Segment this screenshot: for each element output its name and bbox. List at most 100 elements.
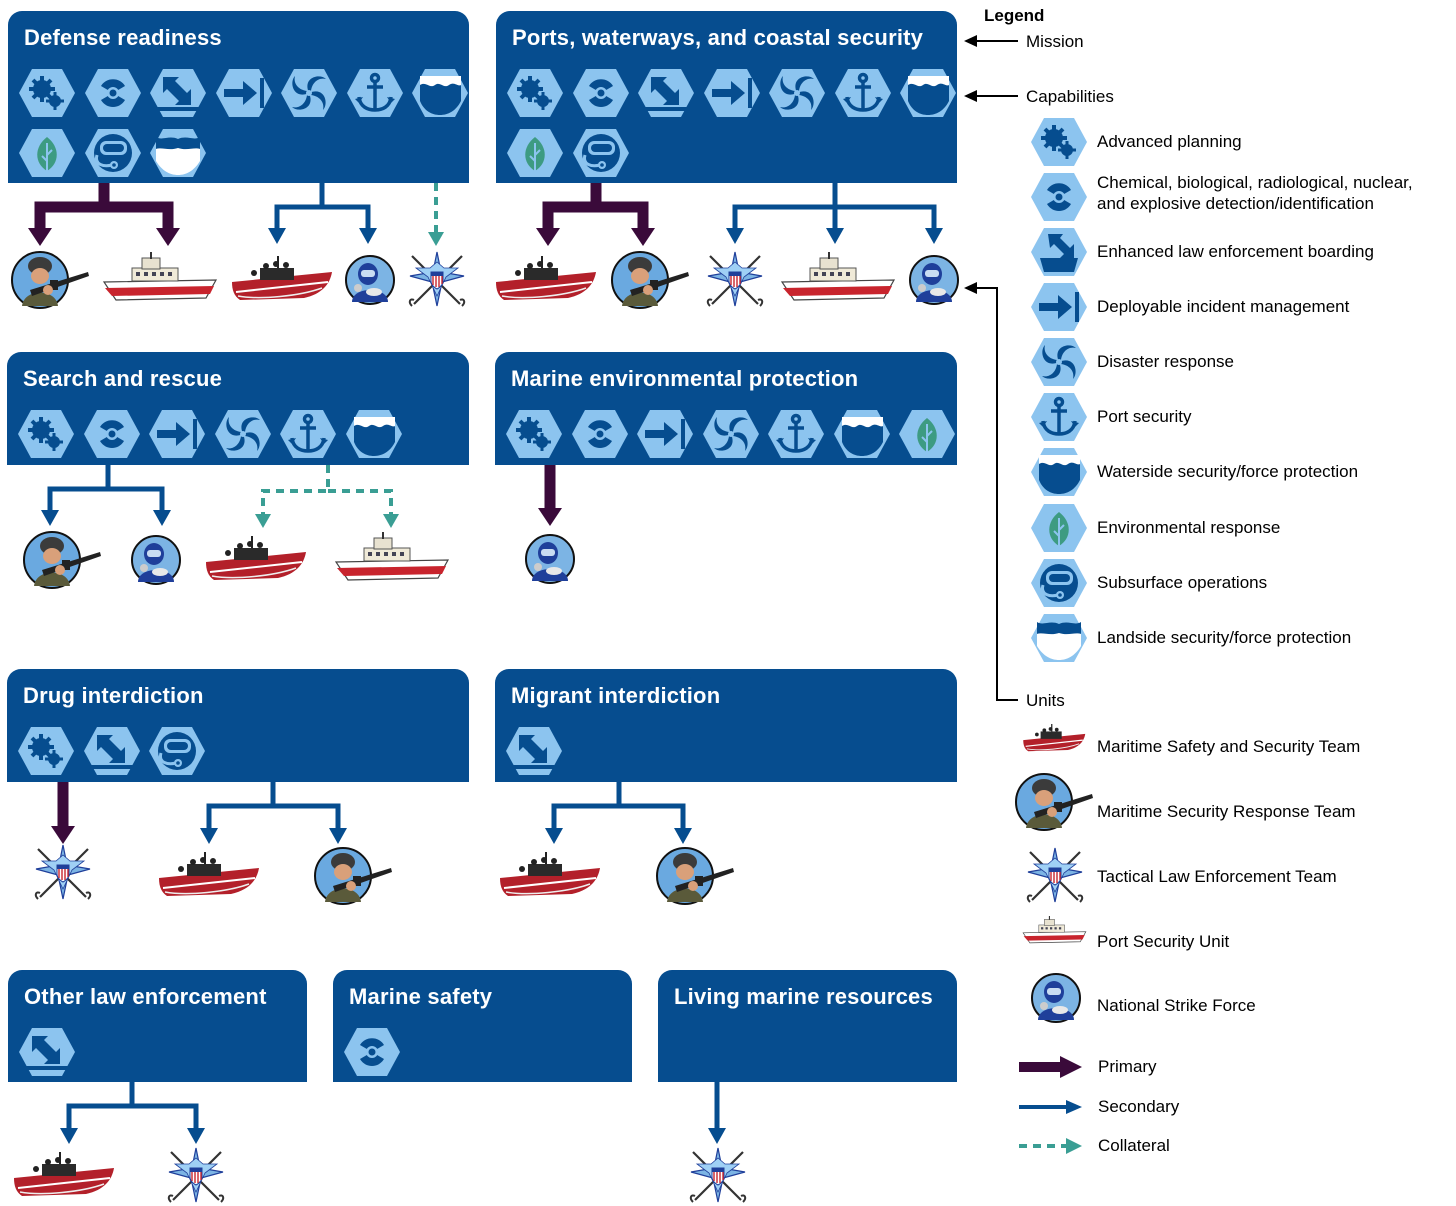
gears-icon bbox=[505, 408, 563, 460]
mission-title: Search and rescue bbox=[23, 366, 223, 391]
defense-secondary-arrow-left bbox=[268, 228, 286, 244]
boarding-arrow-icon bbox=[505, 725, 563, 777]
leaf-icon bbox=[506, 127, 564, 179]
ports-primary-arrow-left bbox=[536, 228, 560, 246]
star-swords-icon bbox=[1024, 846, 1086, 911]
mission-title: Living marine resources bbox=[674, 984, 933, 1009]
boarding-arrow-icon bbox=[149, 67, 207, 119]
radiation-icon bbox=[572, 67, 630, 119]
legend-unit-label: Tactical Law Enforcement Team bbox=[1097, 867, 1337, 886]
anchor-icon bbox=[279, 408, 337, 460]
red-boat-icon bbox=[494, 256, 598, 302]
ports-secondary-arrow-left bbox=[726, 228, 744, 244]
gears-icon bbox=[17, 725, 75, 777]
star-swords-icon bbox=[704, 250, 766, 310]
radiation-icon bbox=[343, 1026, 401, 1078]
landside-icon bbox=[149, 127, 207, 179]
deploy-arrow-icon bbox=[636, 408, 694, 460]
legend-capability-label: Waterside security/force protection bbox=[1097, 462, 1359, 481]
radiation-icon bbox=[571, 408, 629, 460]
pointer-capabilities-arrowhead bbox=[964, 90, 977, 102]
sar-collateral-arrow-left bbox=[255, 514, 271, 528]
anchor-icon bbox=[346, 67, 404, 119]
ports-secondary-arrow-mid bbox=[826, 228, 844, 244]
landside-icon bbox=[1030, 612, 1088, 664]
mission-title: Migrant interdiction bbox=[511, 683, 721, 708]
pointer-units-arrowhead bbox=[964, 282, 977, 294]
ports-primary-links bbox=[542, 183, 649, 228]
mission-title: Other law enforcement bbox=[24, 984, 267, 1009]
ole-secondary-arrow-left bbox=[60, 1128, 78, 1144]
defense-secondary-links bbox=[274, 183, 371, 230]
white-cutter-icon bbox=[780, 252, 896, 304]
leaf-icon bbox=[1030, 502, 1088, 554]
waterside-icon bbox=[411, 67, 469, 119]
soldier-icon bbox=[10, 250, 90, 310]
red-boat-icon bbox=[230, 256, 334, 302]
soldier-icon bbox=[313, 846, 393, 906]
legend-capability-label: Environmental response bbox=[1097, 518, 1281, 537]
defense-primary-arrow-left bbox=[28, 228, 52, 246]
deploy-arrow-icon bbox=[1030, 281, 1088, 333]
mission-title: Marine safety bbox=[349, 984, 493, 1009]
hazmat-diver-icon bbox=[908, 254, 960, 306]
boarding-arrow-icon bbox=[1030, 226, 1088, 278]
swirl-icon bbox=[768, 67, 826, 119]
legend-capabilities-label: Capabilities bbox=[1026, 87, 1114, 106]
defense-primary-links bbox=[34, 183, 174, 228]
radiation-icon bbox=[83, 408, 141, 460]
mission-ports-waterways: Ports, waterways, and coastal security bbox=[496, 11, 957, 183]
legend-capability-label: Advanced planning bbox=[1097, 132, 1242, 151]
ole-secondary-links bbox=[66, 1082, 199, 1130]
migrant-secondary-links bbox=[551, 782, 686, 830]
legend-capability-label: Deployable incident management bbox=[1097, 297, 1350, 316]
sar-secondary-arrow-left bbox=[41, 510, 59, 526]
legend-collateral-arrowhead bbox=[1066, 1138, 1082, 1154]
legend-unit-label: Port Security Unit bbox=[1097, 932, 1230, 951]
legend-capability-label: Port security bbox=[1097, 407, 1192, 426]
ports-secondary-links bbox=[732, 183, 937, 230]
defense-primary-arrow-right bbox=[156, 228, 180, 246]
diver-mask-icon bbox=[1030, 557, 1088, 609]
gears-icon bbox=[506, 67, 564, 119]
waterside-icon bbox=[833, 408, 891, 460]
soldier-icon bbox=[655, 846, 735, 906]
drug-secondary-links bbox=[206, 782, 341, 830]
boarding-arrow-icon bbox=[637, 67, 695, 119]
migrant-secondary-arrow-left bbox=[545, 828, 563, 844]
legend-secondary-arrowhead bbox=[1066, 1100, 1082, 1114]
drug-primary-arrow bbox=[51, 826, 75, 844]
mission-marine-safety: Marine safety bbox=[333, 970, 632, 1082]
legend-unit-label: National Strike Force bbox=[1097, 996, 1256, 1015]
defense-secondary-arrow-right bbox=[359, 228, 377, 244]
drug-secondary-arrow-left bbox=[200, 828, 218, 844]
diver-mask-icon bbox=[572, 127, 630, 179]
red-boat-icon bbox=[157, 852, 261, 898]
mission-marine-environmental: Marine environmental protection bbox=[495, 352, 957, 465]
legend-capability-label: Disaster response bbox=[1097, 352, 1235, 371]
deploy-arrow-icon bbox=[215, 67, 273, 119]
swirl-icon bbox=[1030, 336, 1088, 388]
legend-collateral-label: Collateral bbox=[1098, 1136, 1170, 1155]
defense-collateral-arrow bbox=[428, 232, 444, 246]
legend-capability-label: Chemical, biological, radiological, nucl… bbox=[1097, 173, 1413, 213]
red-boat-icon bbox=[498, 852, 602, 898]
legend-title: Legend bbox=[984, 6, 1045, 25]
legend-capability-label: Landside security/force protection bbox=[1097, 628, 1352, 647]
sar-collateral-links bbox=[261, 465, 393, 514]
sar-secondary-arrow-right bbox=[153, 510, 171, 526]
anchor-icon bbox=[834, 67, 892, 119]
white-cutter-icon bbox=[102, 252, 218, 304]
mission-title: Defense readiness bbox=[24, 25, 222, 50]
white-cutter-icon bbox=[334, 532, 450, 584]
env-primary-arrow bbox=[538, 508, 562, 526]
pointer-mission-arrowhead bbox=[964, 35, 977, 47]
hazmat-diver-icon bbox=[1030, 972, 1082, 1029]
star-swords-icon bbox=[165, 1146, 227, 1206]
waterside-icon bbox=[899, 67, 957, 119]
hazmat-diver-icon bbox=[524, 533, 576, 585]
legend-units-label: Units bbox=[1026, 691, 1065, 710]
diver-mask-icon bbox=[148, 725, 206, 777]
white-cutter-icon bbox=[1022, 916, 1087, 948]
legend-capability-label: Enhanced law enforcement boarding bbox=[1097, 242, 1374, 261]
